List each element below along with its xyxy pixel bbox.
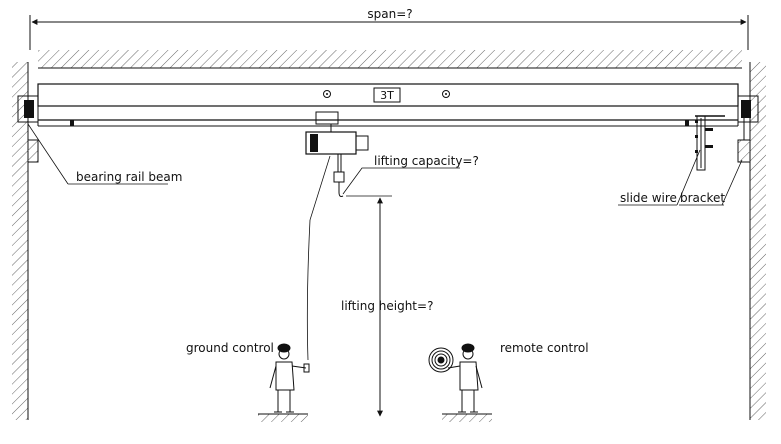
bearing-rail-beam-label: bearing rail beam bbox=[76, 170, 182, 184]
end-carriage-left bbox=[17, 95, 39, 123]
main-girder: 3T bbox=[37, 83, 739, 127]
remote-signal-icon bbox=[428, 347, 454, 373]
bolt-icon bbox=[323, 90, 331, 98]
bracket-label: bracket bbox=[680, 191, 725, 205]
span-dimension: span=? bbox=[29, 7, 749, 50]
bracket-callout: bracket bbox=[679, 159, 743, 206]
slide-wire-label: slide wire bbox=[620, 191, 677, 205]
capacity-plate bbox=[373, 87, 401, 103]
ground-floor-right bbox=[442, 413, 492, 422]
bearing-rail-beam-callout: bearing rail beam bbox=[27, 123, 182, 185]
bolt-icon bbox=[442, 90, 450, 98]
slide-wire-callout: slide wire bbox=[618, 149, 701, 206]
lifting-height-dimension: lifting height=? bbox=[341, 195, 433, 417]
span-label: span=? bbox=[367, 7, 412, 21]
capacity-plate-text: 3T bbox=[380, 89, 394, 102]
ceiling bbox=[38, 50, 742, 69]
remote-operator-figure bbox=[447, 343, 483, 413]
end-carriage-right bbox=[737, 95, 759, 123]
lifting-height-label: lifting height=? bbox=[341, 299, 433, 313]
left-wall bbox=[12, 62, 39, 420]
ground-operator-figure bbox=[269, 343, 310, 413]
ground-control-label: ground control bbox=[186, 341, 274, 355]
electric-hoist bbox=[305, 111, 369, 361]
remote-control-label: remote control bbox=[500, 341, 589, 355]
lifting-capacity-callout: lifting capacity=? bbox=[342, 154, 479, 195]
ground-floor-left bbox=[258, 413, 308, 422]
lifting-capacity-label: lifting capacity=? bbox=[374, 154, 479, 168]
slide-wire-bracket bbox=[695, 115, 745, 171]
